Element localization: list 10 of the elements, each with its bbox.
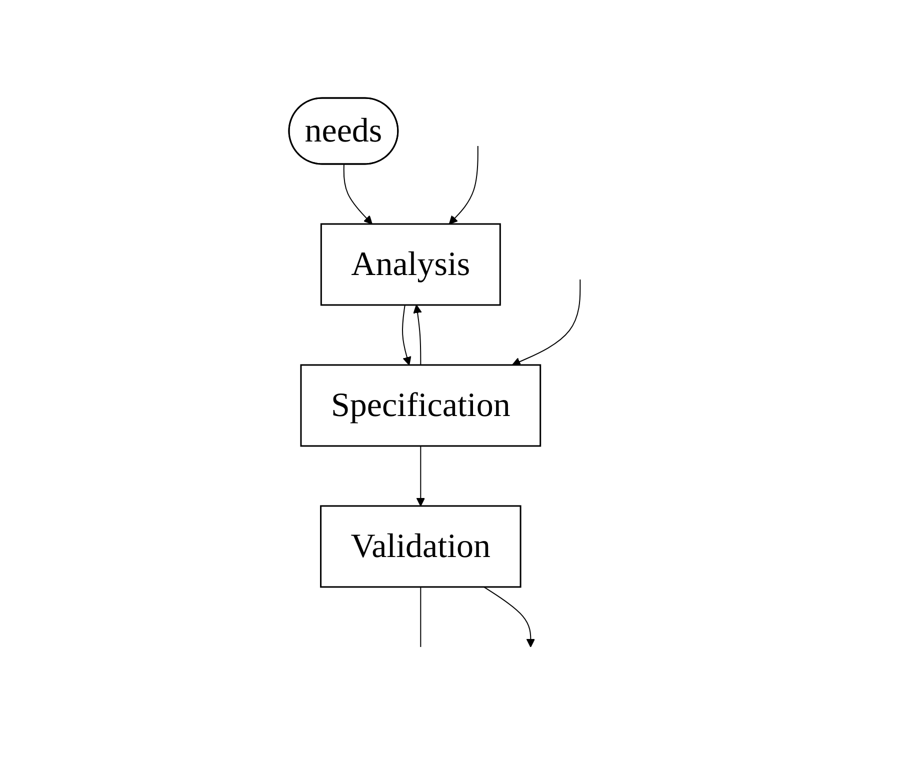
- arrow: [483, 586, 535, 648]
- arrow: [512, 279, 581, 366]
- node-box: Analysis: [320, 223, 501, 306]
- arrow: [402, 304, 412, 366]
- node-box: Specification: [300, 364, 542, 447]
- arrow: [343, 164, 372, 224]
- arrow: [413, 304, 422, 366]
- arrow: [416, 446, 425, 506]
- arrow: [448, 146, 478, 224]
- node-box: Validation: [320, 505, 522, 588]
